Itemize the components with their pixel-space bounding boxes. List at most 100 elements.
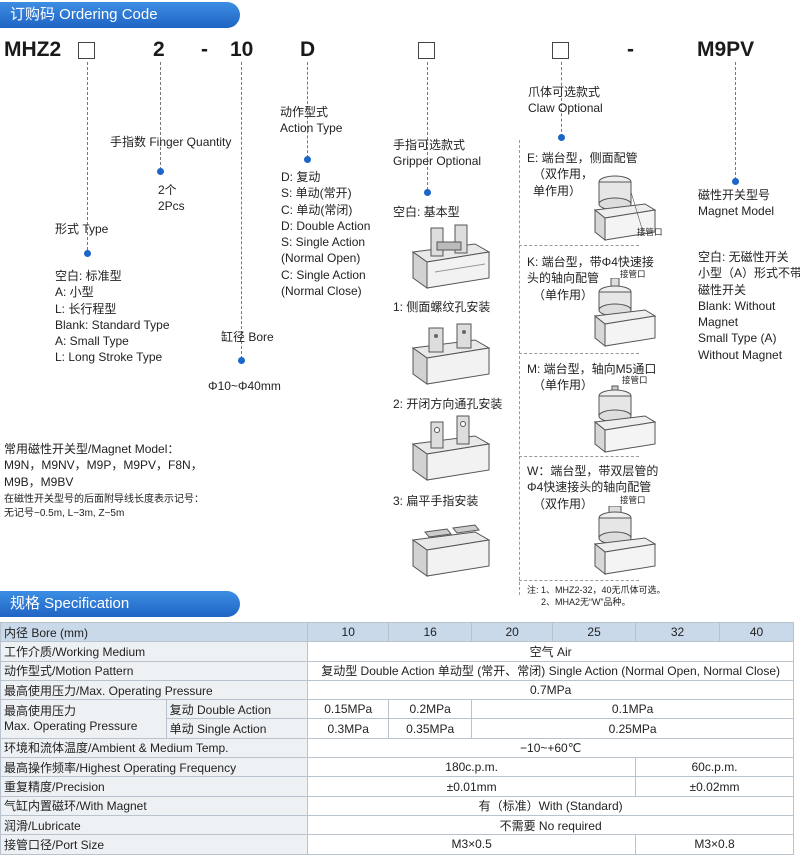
gripper-option-2: 2: 开闭方向通孔安装 xyxy=(393,397,503,411)
temp-label: 环境和流体温度/Ambient & Medium Temp. xyxy=(0,737,309,759)
gripper-option-3: 3: 扁平手指安装 xyxy=(393,494,479,508)
magnet-dot xyxy=(732,178,739,185)
claw-dot xyxy=(558,134,565,141)
single-action-10: 0.3MPa xyxy=(307,718,390,739)
claw-m-port-label: 接管口 xyxy=(622,375,648,385)
claw-connector xyxy=(561,62,562,137)
ordering-code-banner: 订购码 Ordering Code xyxy=(0,2,240,28)
claw-divider-2 xyxy=(519,353,639,354)
bore-10: 10 xyxy=(307,621,390,643)
code-magnet: M9PV xyxy=(697,38,755,61)
code-claw-box xyxy=(552,42,569,59)
port-size-label: 接管口径/Port Size xyxy=(0,834,309,855)
finger-dot xyxy=(157,168,164,175)
table-row: 环境和流体温度/Ambient & Medium Temp. −10~+60℃ xyxy=(0,737,794,759)
double-action-16: 0.2MPa xyxy=(388,699,473,720)
gripper-basic-image xyxy=(411,224,491,289)
motion-label: 动作型式/Motion Pattern xyxy=(0,660,309,681)
frequency-large: 60c.p.m. xyxy=(635,757,794,778)
code-action: D xyxy=(300,38,316,61)
claw-e-image xyxy=(593,175,657,242)
table-row: 动作型式/Motion Pattern 复动型 Double Action 单动… xyxy=(0,660,794,681)
double-action-20-40: 0.1MPa xyxy=(471,699,794,720)
bore-25: 25 xyxy=(552,621,637,643)
claw-option-k: K: 端台型，带Φ4快速接 头的轴向配管 （单作用） xyxy=(527,255,654,302)
lead-length-note: 在磁性开关型号的后面附导线长度表示记号：无记号−0.5m, L−3m, Z−5m xyxy=(4,494,204,519)
table-row: 最高操作频率/Highest Operating Frequency 180c.… xyxy=(0,757,794,778)
table-header-row: 内径 Bore (mm) 10 16 20 25 32 40 xyxy=(0,621,795,643)
common-magnet-models: 常用磁性开关型/Magnet Model：M9N，M9NV，M9P，M9PV，F… xyxy=(4,442,203,489)
frequency-small: 180c.p.m. xyxy=(307,757,637,778)
bore-title: 缸径 Bore xyxy=(221,330,274,344)
type-connector xyxy=(87,62,88,250)
bore-40: 40 xyxy=(718,621,795,643)
bore-header-label: 内径 Bore (mm) xyxy=(0,621,309,643)
max-pressure-label: 最高使用压力/Max. Operating Pressure xyxy=(0,679,309,701)
code-bore: 10 xyxy=(230,38,254,61)
table-row: 气缸内置磁环/With Magnet 有（标准）With (Standard) xyxy=(0,795,794,816)
action-connector xyxy=(307,62,308,158)
max-pressure-value: 0.7MPa xyxy=(307,679,794,701)
single-action-label: 单动 Single Action xyxy=(165,718,309,739)
with-magnet-value: 有（标准）With (Standard) xyxy=(307,795,794,816)
double-action-10: 0.15MPa xyxy=(307,699,390,720)
table-row: 接管口径/Port Size M3×0.5 M3×0.8 xyxy=(0,834,794,855)
single-action-16: 0.35MPa xyxy=(388,718,473,739)
claw-divider-1 xyxy=(519,245,639,246)
claw-e-port-label: 接管口 xyxy=(637,227,663,237)
gripper-through-hole-image xyxy=(411,415,491,481)
gripper-connector xyxy=(427,62,428,190)
lubricate-label: 润滑/Lubricate xyxy=(0,814,309,836)
claw-notes: 注: 1、MHZ2-32，40无爪体可选。 2、MHA2无“W”品种。 xyxy=(527,585,666,607)
table-row: 最高使用压力/Max. Operating Pressure 0.7MPa xyxy=(0,679,794,701)
bore-connector xyxy=(241,62,242,359)
claw-divider-3 xyxy=(519,456,639,457)
action-dot xyxy=(304,156,311,163)
with-magnet-label: 气缸内置磁环/With Magnet xyxy=(0,795,309,816)
code-dash-1: - xyxy=(201,38,208,61)
claw-option-m: M: 端台型，轴向M5通口 （单作用） xyxy=(527,362,657,393)
gripper-flat-image xyxy=(411,524,491,577)
table-row: 润滑/Lubricate 不需要 No required xyxy=(0,814,794,836)
magnet-connector xyxy=(735,62,736,180)
bore-range: Φ10~Φ40mm xyxy=(208,379,281,393)
code-type-box xyxy=(78,42,95,59)
lubricate-value: 不需要 No required xyxy=(307,814,794,836)
bore-32: 32 xyxy=(635,621,720,643)
code-dash-2: - xyxy=(627,38,634,61)
single-action-20-40: 0.25MPa xyxy=(471,718,794,739)
claw-column-divider xyxy=(519,140,520,595)
finger-title: 手指数 Finger Quantity xyxy=(110,135,232,149)
motion-value: 复动型 Double Action 单动型 (常开、常闭) Single Act… xyxy=(307,660,794,681)
bore-20: 20 xyxy=(471,621,554,643)
medium-label: 工作介质/Working Medium xyxy=(0,641,309,662)
code-series: MHZ2 xyxy=(4,38,62,61)
medium-value: 空气 Air xyxy=(307,641,794,662)
port-size-large: M3×0.8 xyxy=(635,834,794,855)
temp-value: −10~+60℃ xyxy=(307,737,794,759)
gripper-option-basic: 空白: 基本型 xyxy=(393,205,460,219)
bore-dot xyxy=(238,357,245,364)
precision-label: 重复精度/Precision xyxy=(0,776,309,797)
finger-connector xyxy=(160,62,161,170)
specification-banner: 规格 Specification xyxy=(0,591,240,617)
code-gripper-box xyxy=(418,42,435,59)
claw-k-image xyxy=(593,278,657,348)
claw-w-port-label: 接管口 xyxy=(620,495,646,505)
double-action-label: 复动 Double Action xyxy=(165,699,309,720)
claw-w-image xyxy=(593,506,657,576)
claw-option-e: E: 端台型，侧面配管 （双作用， 单作用） xyxy=(527,151,638,198)
precision-large: ±0.02mm xyxy=(635,776,794,797)
type-title: 形式 Type xyxy=(55,222,109,236)
gripper-option-1: 1: 侧面螺纹孔安装 xyxy=(393,300,491,314)
table-row: 重复精度/Precision ±0.01mm ±0.02mm xyxy=(0,776,794,797)
